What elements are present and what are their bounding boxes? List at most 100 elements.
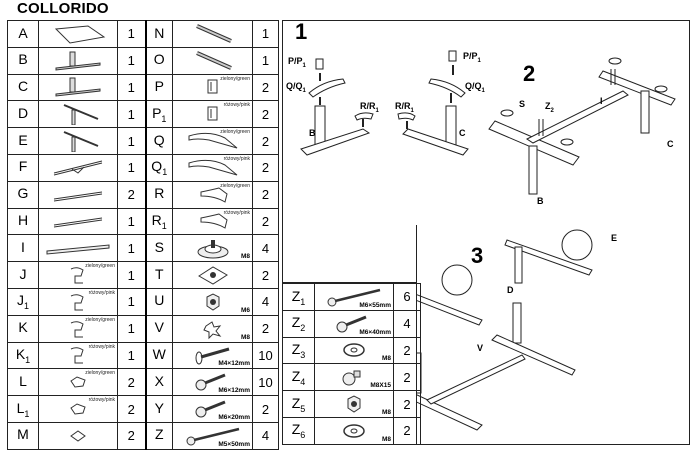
bracket-p-right xyxy=(448,50,457,62)
label-c-step2: C xyxy=(667,139,674,149)
leveler-s xyxy=(608,57,622,65)
part-quantity: 2 xyxy=(393,363,421,392)
leg-top-bar-d xyxy=(417,294,483,326)
washer-icon xyxy=(315,339,393,361)
part-image: zielony/green xyxy=(172,180,253,209)
label-v: V xyxy=(477,343,484,353)
size-label: M5×50mm xyxy=(218,440,250,448)
part-letter: Z3 xyxy=(282,336,315,365)
part-quantity: 2 xyxy=(252,261,279,289)
screw-icon xyxy=(173,344,252,366)
part-image xyxy=(38,153,118,182)
size-label: M6×20mm xyxy=(218,413,250,421)
arm-cover-icon xyxy=(173,130,252,152)
part-quantity: 1 xyxy=(117,287,146,316)
washer-icon xyxy=(315,420,393,442)
document-title: COLLORIDO xyxy=(17,0,109,17)
part-image: M8X15 xyxy=(314,363,394,392)
part-image xyxy=(38,46,118,75)
part-quantity: 1 xyxy=(117,127,146,155)
part-quantity: 2 xyxy=(252,127,279,155)
part-letter: Q1 xyxy=(144,153,173,182)
part-letter: B xyxy=(7,46,39,75)
part-image xyxy=(38,127,118,155)
bolt-z2 xyxy=(538,69,616,136)
part-image: M6 xyxy=(172,287,253,316)
part-quantity: 1 xyxy=(252,46,279,75)
label-rr1-right: R/R1 xyxy=(395,101,414,114)
part-image xyxy=(38,73,118,102)
part-quantity: 10 xyxy=(252,368,279,397)
part-quantity: 6 xyxy=(393,283,421,311)
part-image: M5×50mm xyxy=(172,421,253,450)
color-note: zielony/green xyxy=(85,370,115,377)
part-letter: U xyxy=(144,287,173,316)
assembly-illustration-steps-1-2 xyxy=(300,50,676,195)
part-image: różowy/pink xyxy=(38,287,118,316)
part-letter: A xyxy=(7,20,39,48)
label-c-step1: C xyxy=(459,128,466,138)
color-note: różowy/pink xyxy=(223,155,250,162)
bracket-icon xyxy=(173,76,252,98)
part-quantity: 4 xyxy=(252,421,279,450)
part-image: M8 xyxy=(314,390,394,418)
part-quantity: 1 xyxy=(117,234,146,263)
part-letter: Z xyxy=(144,421,173,450)
part-image xyxy=(38,20,118,48)
leg-post-e xyxy=(514,246,523,284)
foot-cap-r-right xyxy=(397,112,416,121)
part-image xyxy=(172,46,253,75)
part-image xyxy=(38,207,118,236)
part-letter: R1 xyxy=(144,207,173,236)
color-note: zielony/green xyxy=(85,316,115,323)
clip-icon xyxy=(39,344,117,366)
detail-zoom-e xyxy=(561,229,593,261)
post-b xyxy=(528,145,538,195)
detail-zoom-d xyxy=(441,264,473,296)
part-quantity: 2 xyxy=(117,180,146,209)
label-i: I xyxy=(600,96,603,106)
part-quantity: 1 xyxy=(117,100,146,129)
color-note: różowy/pink xyxy=(88,343,115,350)
part-letter: N xyxy=(144,20,173,48)
part-image xyxy=(172,261,253,289)
color-note: różowy/pink xyxy=(223,209,250,216)
base-foot-right xyxy=(491,334,576,376)
size-label: M6×12mm xyxy=(218,387,250,395)
step-3-number: 3 xyxy=(471,243,484,268)
part-quantity: 10 xyxy=(252,341,279,370)
part-letter: T xyxy=(144,261,173,289)
part-quantity: 2 xyxy=(252,73,279,102)
label-rr1-left: R/R1 xyxy=(360,101,379,114)
crossbar-i xyxy=(526,90,629,144)
part-letter: P1 xyxy=(144,100,173,129)
part-image: M8 xyxy=(314,336,394,365)
part-image xyxy=(38,100,118,129)
crossbar-icon xyxy=(39,237,117,259)
label-z2: Z2 xyxy=(545,101,554,114)
color-note: zielony/green xyxy=(220,129,250,136)
rail-icon xyxy=(39,184,117,206)
size-label: M6×55mm xyxy=(359,301,391,309)
part-letter: C xyxy=(7,73,39,102)
part-letter: W xyxy=(144,341,173,370)
rod-icon xyxy=(173,23,252,45)
part-quantity: 2 xyxy=(117,395,146,423)
part-image: zielony/green xyxy=(38,314,118,343)
base-post-right xyxy=(512,302,522,344)
part-quantity: 2 xyxy=(252,180,279,209)
board-icon xyxy=(39,23,117,45)
part-letter: S xyxy=(144,234,173,263)
part-image: zielony/green xyxy=(38,261,118,289)
part-image: M6×55mm xyxy=(314,283,394,311)
